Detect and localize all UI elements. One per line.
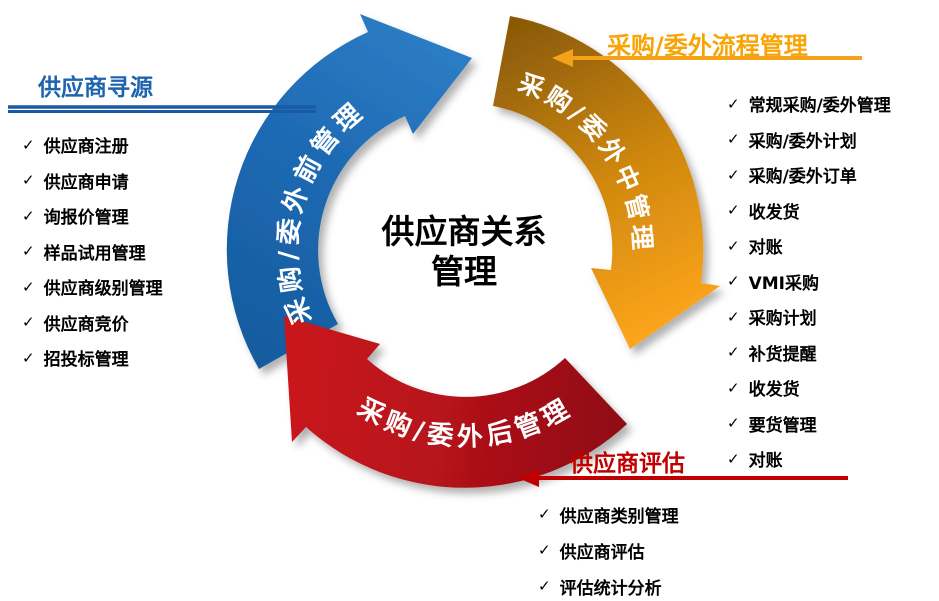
check-icon: ✓ <box>727 201 740 220</box>
list-item: ✓ 对账 <box>727 441 891 477</box>
check-icon: ✓ <box>727 449 740 468</box>
sourcing-panel: 供应商寻源 ✓ 供应商注册 ✓ 供应商申请 ✓ 询报价管理 ✓ 样品试用管理 ✓ 供应商级… <box>8 68 324 376</box>
list-item: ✓ 样品试用管理 <box>22 234 324 270</box>
center-title-line2: 管理 <box>431 252 497 291</box>
list-item-label: 对账 <box>748 238 783 259</box>
check-icon: ✓ <box>727 272 740 291</box>
process-title-arrow <box>552 49 862 67</box>
list-item-label: VMI采购 <box>748 273 819 294</box>
list-item: ✓ 供应商类别管理 <box>538 496 679 532</box>
check-icon: ✓ <box>727 94 740 113</box>
check-icon: ✓ <box>727 130 740 149</box>
check-icon: ✓ <box>727 414 740 433</box>
check-icon: ✓ <box>22 277 35 296</box>
list-item-label: 供应商申请 <box>43 172 129 193</box>
list-item-label: 要货管理 <box>748 415 817 436</box>
list-item: ✓ 要货管理 <box>727 406 891 442</box>
check-icon: ✓ <box>22 348 35 367</box>
list-item: ✓ 招投标管理 <box>22 340 324 376</box>
check-icon: ✓ <box>22 242 35 261</box>
list-item-label: 采购/委外计划 <box>748 131 857 152</box>
list-item-label: 供应商评估 <box>559 542 645 563</box>
list-item-label: 采购计划 <box>748 309 817 330</box>
list-item: ✓ 采购计划 <box>727 299 891 335</box>
check-icon: ✓ <box>727 307 740 326</box>
list-item: ✓ 供应商评估 <box>538 532 679 568</box>
evaluation-title: 供应商评估 <box>570 451 685 477</box>
mid-procurement-arrow-shape <box>493 16 720 349</box>
list-item-label: 供应商注册 <box>43 137 129 158</box>
list-item-label: 补货提醒 <box>748 344 817 365</box>
list-item: ✓ 评估统计分析 <box>538 568 679 601</box>
check-icon: ✓ <box>727 165 740 184</box>
list-item-label: 询报价管理 <box>43 208 129 229</box>
check-icon: ✓ <box>538 541 551 559</box>
check-icon: ✓ <box>538 577 551 595</box>
process-title: 采购/委外流程管理 <box>607 32 808 60</box>
list-item-label: 收发货 <box>748 202 800 223</box>
evaluation-arrow-head-icon <box>518 469 539 487</box>
center-title-line1: 供应商关系 <box>381 212 547 251</box>
list-item: ✓ 对账 <box>727 228 891 264</box>
sourcing-title-rule <box>8 110 316 113</box>
list-item-label: 招投标管理 <box>43 350 129 371</box>
list-item-label: 供应商级别管理 <box>43 279 163 300</box>
pre-procurement-arrow-shape <box>226 14 472 369</box>
check-icon: ✓ <box>22 206 35 225</box>
check-icon: ✓ <box>727 378 740 397</box>
check-icon: ✓ <box>727 343 740 362</box>
list-item: ✓ 采购/委外订单 <box>727 157 891 193</box>
process-arrow-head-icon <box>552 49 573 67</box>
list-item: ✓ 补货提醒 <box>727 335 891 371</box>
check-icon: ✓ <box>538 505 551 523</box>
post-procurement-arrow-shape <box>284 316 627 488</box>
evaluation-panel: 供应商评估 ✓ 供应商类别管理 ✓ 供应商评估 ✓ 评估统计分析 <box>518 444 858 599</box>
list-item: ✓ 常规采购/委外管理 <box>727 86 891 122</box>
check-icon: ✓ <box>22 313 35 332</box>
center-title: 供应商关系 管理 <box>330 212 598 292</box>
list-item-label: 常规采购/委外管理 <box>748 96 891 117</box>
list-item-label: 供应商竞价 <box>43 314 129 335</box>
process-panel: 采购/委外流程管理 ✓ 常规采购/委外管理 ✓ 采购/委外计划 ✓ 采购/委外订单 ✓… <box>553 26 893 471</box>
process-list: ✓ 常规采购/委外管理 ✓ 采购/委外计划 ✓ 采购/委外订单 ✓ 收发货 ✓ 对账 ✓ V… <box>727 86 891 477</box>
list-item: ✓ 供应商注册 <box>22 127 324 163</box>
list-item-label: 样品试用管理 <box>43 243 146 264</box>
list-item-label: 采购/委外订单 <box>748 167 857 188</box>
list-item: ✓ 供应商申请 <box>22 163 324 199</box>
sourcing-list: ✓ 供应商注册 ✓ 供应商申请 ✓ 询报价管理 ✓ 样品试用管理 ✓ 供应商级别管理 ✓ 供… <box>14 127 324 376</box>
check-icon: ✓ <box>727 236 740 255</box>
list-item: ✓ 供应商级别管理 <box>22 269 324 305</box>
list-item: ✓ 询报价管理 <box>22 198 324 234</box>
list-item-label: 对账 <box>748 451 783 472</box>
list-item: ✓ 收发货 <box>727 370 891 406</box>
check-icon: ✓ <box>22 135 35 154</box>
list-item: ✓ 采购/委外计划 <box>727 122 891 158</box>
list-item: ✓ 供应商竞价 <box>22 305 324 341</box>
list-item: ✓ VMI采购 <box>727 264 891 300</box>
evaluation-list: ✓ 供应商类别管理 ✓ 供应商评估 ✓ 评估统计分析 <box>538 496 679 601</box>
list-item: ✓ 收发货 <box>727 193 891 229</box>
list-item-label: 评估统计分析 <box>559 578 662 599</box>
list-item-label: 供应商类别管理 <box>559 506 679 527</box>
list-item-label: 收发货 <box>748 380 800 401</box>
check-icon: ✓ <box>22 171 35 190</box>
evaluation-title-arrow <box>518 469 848 487</box>
sourcing-title: 供应商寻源 <box>38 75 153 101</box>
